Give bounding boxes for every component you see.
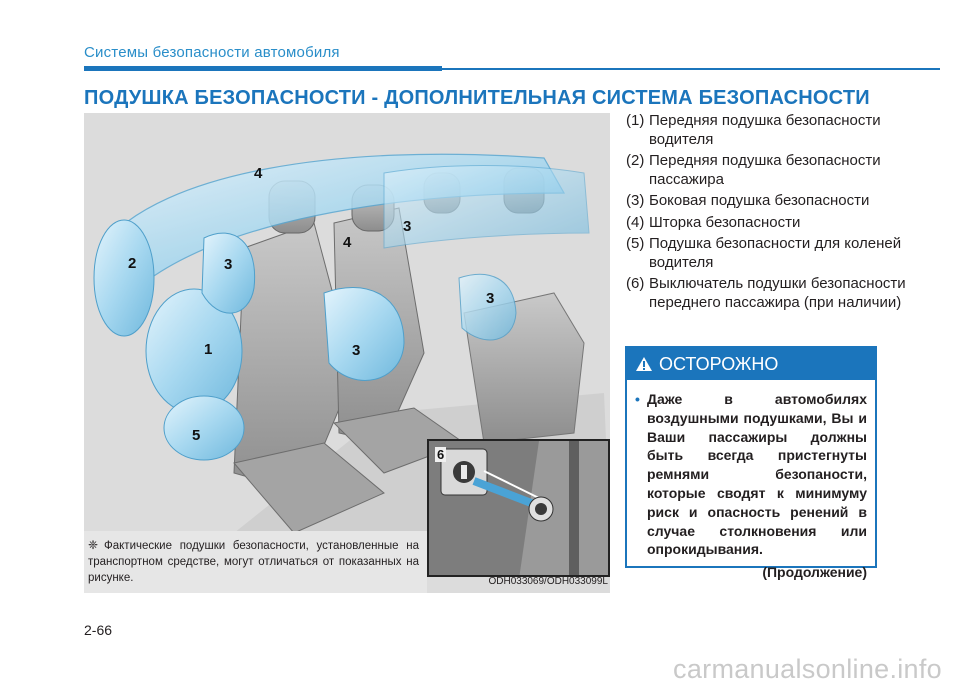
legend-item: (3) Боковая подушка безопасности <box>626 192 870 209</box>
header-rule-thin <box>442 68 940 70</box>
callout-3b: 3 <box>352 342 361 359</box>
callout-4b: 4 <box>343 234 352 251</box>
warning-triangle-icon <box>635 356 653 372</box>
callout-2: 2 <box>128 255 137 272</box>
continued-label: (Продолжение) <box>762 564 867 581</box>
watermark: carmanualsonline.info <box>673 654 942 684</box>
airbag-illustration: 1 2 3 3 3 3 4 4 5 6 ❈Фактические подушки… <box>84 113 610 593</box>
callout-6: 6 <box>435 447 447 462</box>
callout-3d: 3 <box>486 290 495 307</box>
section-title: Системы безопасности автомобиля <box>84 44 340 61</box>
passenger-airbag-switch-inset: 6 <box>427 439 610 577</box>
switch-drawing <box>429 441 608 575</box>
callout-1: 1 <box>204 341 213 358</box>
callout-4a: 4 <box>254 165 263 182</box>
callout-3c: 3 <box>403 218 412 235</box>
header-rule-thick <box>84 66 442 71</box>
legend-item: (6) Выключатель подушки безопасности пер… <box>626 275 906 311</box>
legend-item: (5) Подушка безопасности для коленей вод… <box>626 235 902 271</box>
page-heading: ПОДУШКА БЕЗОПАСНОСТИ - ДОПОЛНИТЕЛЬНАЯ СИ… <box>84 87 870 109</box>
airbag-legend: (1) Передняя подушка безопасности водите… <box>626 112 926 315</box>
caution-box: ОСТОРОЖНО • Даже в автомобилях воздушным… <box>625 346 877 580</box>
note-icon: ❈ <box>88 538 99 552</box>
page-number: 2-66 <box>84 622 113 638</box>
legend-item: (2) Передняя подушка безопасности пассаж… <box>626 152 881 188</box>
caution-text: Даже в автомобилях воздушными подушками,… <box>647 391 867 558</box>
caution-header: ОСТОРОЖНО <box>627 348 875 380</box>
callout-3a: 3 <box>224 256 233 273</box>
legend-item: (4) Шторка безопасности <box>626 213 801 231</box>
caution-body: • Даже в автомобилях воздушными подушкам… <box>627 380 875 582</box>
figure-code: ODH033069/ODH033099L <box>488 576 608 587</box>
legend-item: (1) Передняя подушка безопасности водите… <box>626 112 881 148</box>
caution-title: ОСТОРОЖНО <box>659 354 779 374</box>
figure-caption: ❈Фактические подушки безопасности, устан… <box>84 531 427 593</box>
bullet-icon: • <box>635 391 640 407</box>
callout-5: 5 <box>192 427 201 444</box>
caption-text: Фактические подушки безопасности, устано… <box>88 540 419 584</box>
